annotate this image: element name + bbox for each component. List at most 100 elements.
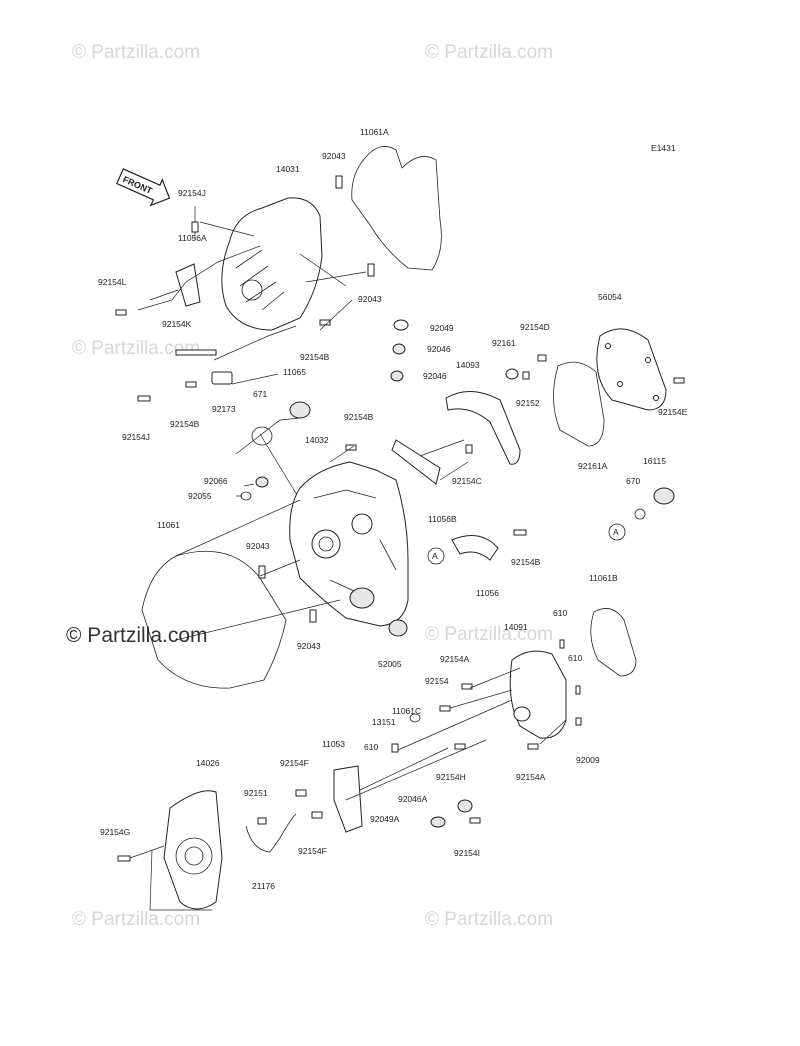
watermark: © Partzilla.com <box>425 909 553 930</box>
bolt <box>137 395 151 402</box>
gasket-11061a <box>351 146 442 271</box>
part-label: 92154B <box>300 352 330 362</box>
part-label: 11061C <box>392 706 421 716</box>
part-label: 92043 <box>322 151 346 161</box>
part-label: 92154F <box>280 758 309 768</box>
gasket-92161a <box>553 361 605 447</box>
part-label: 92154A <box>440 654 470 664</box>
bracket-11056a <box>175 263 201 307</box>
part-label: 92154B <box>170 419 200 429</box>
bolt-92154b-2 <box>513 529 527 536</box>
pin-610 <box>575 685 581 695</box>
bolt-92154g <box>117 855 131 862</box>
pin-610 <box>559 639 565 649</box>
part-label: 92154A <box>516 772 546 782</box>
part-label: 56054 <box>598 292 622 302</box>
part-label: 11061 <box>157 520 180 530</box>
bolt-92154c <box>465 444 473 454</box>
plug-92066 <box>255 476 269 488</box>
part-label: 92154F <box>298 846 327 856</box>
bolt-92154f <box>295 789 307 797</box>
bolt-92154 <box>439 705 451 712</box>
watermark: © Partzilla.com <box>425 624 553 645</box>
bolt-92154a-2 <box>527 743 539 750</box>
part-label: 92046A <box>398 794 428 804</box>
part-label: 14031 <box>276 164 300 174</box>
gasket-11061b <box>590 608 637 677</box>
part-label: 11056A <box>178 233 207 243</box>
part-label: 52005 <box>378 659 402 669</box>
bolt-92154d <box>537 354 547 362</box>
part-label: 610 <box>568 653 582 663</box>
plate-56054 <box>596 328 667 411</box>
part-label: 92154D <box>520 322 550 332</box>
bracket-11056 <box>451 535 499 561</box>
bolt-92154f-2 <box>311 811 323 819</box>
callout-a <box>608 523 626 541</box>
seal-92049a <box>430 816 446 828</box>
part-label: 92154E <box>658 407 688 417</box>
part-label: 92043 <box>297 641 321 651</box>
part-label: 92154B <box>344 412 374 422</box>
bolt-92154a <box>461 683 473 690</box>
part-label: 11061A <box>360 127 389 137</box>
washer-92161 <box>505 368 519 380</box>
part-label: 92046 <box>423 371 447 381</box>
part-label: 92152 <box>516 398 540 408</box>
cover-14091 <box>509 650 567 739</box>
callout-a-label: A <box>613 527 619 537</box>
o-ring-11061c <box>409 713 421 723</box>
part-label: 92049 <box>430 323 454 333</box>
part-label: 14032 <box>305 435 329 445</box>
part-label: 92154G <box>100 827 130 837</box>
dowel-pin <box>335 175 343 189</box>
cover-14026 <box>163 790 223 910</box>
part-label: 14093 <box>456 360 480 370</box>
part-label: 92154L <box>98 277 127 287</box>
part-label: 92154J <box>178 188 206 198</box>
bolt-92154e <box>673 377 685 384</box>
part-label: 610 <box>553 608 567 618</box>
bolt-92154h <box>454 743 466 750</box>
part-label: 14026 <box>196 758 220 768</box>
part-labels: 11061A 92043 14031 92154J 11056A 92154L … <box>98 127 688 891</box>
oil-seal-92046 <box>392 343 406 355</box>
bracket-92173 <box>211 371 233 385</box>
hose-21176 <box>245 813 297 853</box>
callout-a-label: A <box>432 551 438 561</box>
part-label: 92161A <box>578 461 608 471</box>
sensor-13151 <box>391 743 399 753</box>
bolt <box>115 309 127 316</box>
seal-92046a <box>457 799 473 813</box>
plate-hole <box>605 343 611 349</box>
part-label: 92046 <box>427 344 451 354</box>
dowel-pin <box>258 565 266 579</box>
part-label: 92154K <box>162 319 192 329</box>
bolt <box>185 381 197 388</box>
bolt <box>191 221 199 233</box>
watermark-main: © Partzilla.com <box>66 624 208 647</box>
dowel-pin <box>309 609 317 623</box>
part-label: 11056B <box>428 514 457 524</box>
plate-hole <box>645 357 651 363</box>
dowel-pin <box>367 263 375 277</box>
watermark: © Partzilla.com <box>425 42 553 63</box>
washer-92055 <box>240 491 252 501</box>
front-arrow-icon: FRONT <box>116 168 171 207</box>
oil-seal-92046b <box>390 370 404 382</box>
bolt-92154b <box>345 444 357 451</box>
part-label: 92066 <box>204 476 228 486</box>
clutch-cover-14032 <box>289 461 409 627</box>
seal-11065 <box>289 401 311 419</box>
watermarks: © Partzilla.com © Partzilla.com © Partzi… <box>66 42 553 930</box>
engine-cover-14031 <box>221 197 323 331</box>
part-label: 13151 <box>372 717 396 727</box>
bolt-long <box>175 349 217 356</box>
part-label: 92055 <box>188 491 212 501</box>
part-label: 92049A <box>370 814 400 824</box>
watermark: © Partzilla.com <box>72 909 200 930</box>
part-label: 16115 <box>643 456 666 466</box>
watermark: © Partzilla.com <box>72 338 200 359</box>
callout-a <box>427 547 445 565</box>
part-label: 92154B <box>511 557 541 567</box>
